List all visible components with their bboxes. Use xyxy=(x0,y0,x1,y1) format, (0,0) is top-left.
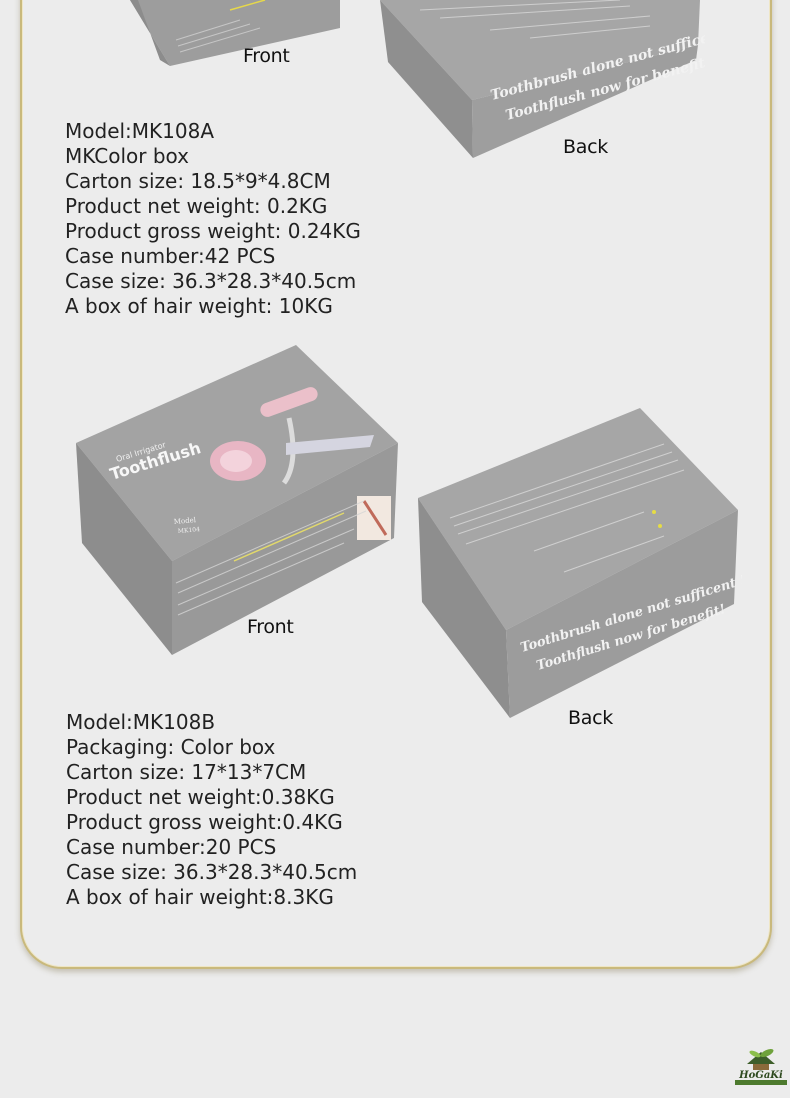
spec-box-weight: A box of hair weight: 10KG xyxy=(65,294,333,318)
spec-packaging: MKColor box xyxy=(65,144,190,168)
spec-case-size: Case size: 36.3*28.3*40.5cm xyxy=(65,269,357,293)
spec-net-weight: Product net weight:0.38KG xyxy=(66,785,335,809)
spec-case-number: Case number:42 PCS xyxy=(65,244,276,268)
front-model-label: Model xyxy=(173,516,197,526)
spec-model: Model:MK108A xyxy=(65,119,215,143)
back-label-1: Back xyxy=(563,136,608,158)
back-box-image-2: Toothbrush alone not sufficent ! Toothfl… xyxy=(418,408,742,718)
hogaki-logo: HoGaKi xyxy=(735,1048,787,1085)
front-box-image-1 xyxy=(130,0,340,66)
spec-case-size: Case size: 36.3*28.3*40.5cm xyxy=(66,860,358,884)
spec-model: Model:MK108B xyxy=(66,710,216,734)
spec-list-1: Model:MK108A MKColor box Carton size: 18… xyxy=(65,119,361,319)
spec-gross-weight: Product gross weight:0.4KG xyxy=(66,810,343,834)
spec-carton-size: Carton size: 18.5*9*4.8CM xyxy=(65,169,331,193)
svg-text:HoGaKi: HoGaKi xyxy=(738,1070,783,1081)
spec-case-number: Case number:20 PCS xyxy=(66,835,277,859)
back-label-2: Back xyxy=(568,707,613,729)
front-box-image-2: Oral Irrigator Toothflush Model MK104 xyxy=(76,345,398,655)
spec-box-weight: A box of hair weight:8.3KG xyxy=(66,885,334,909)
front-label-1: Front xyxy=(243,45,290,67)
spec-gross-weight: Product gross weight: 0.24KG xyxy=(65,219,361,243)
back-box-image-1: Toothbrush alone not sufficent ! Toothfl… xyxy=(380,0,705,158)
front-label-2: Front xyxy=(247,616,294,638)
spec-carton-size: Carton size: 17*13*7CM xyxy=(66,760,307,784)
front-model-value: MK104 xyxy=(178,526,201,535)
spec-net-weight: Product net weight: 0.2KG xyxy=(65,194,328,218)
spec-packaging: Packaging: Color box xyxy=(66,735,276,759)
spec-list-2: Model:MK108B Packaging: Color box Carton… xyxy=(66,710,357,910)
